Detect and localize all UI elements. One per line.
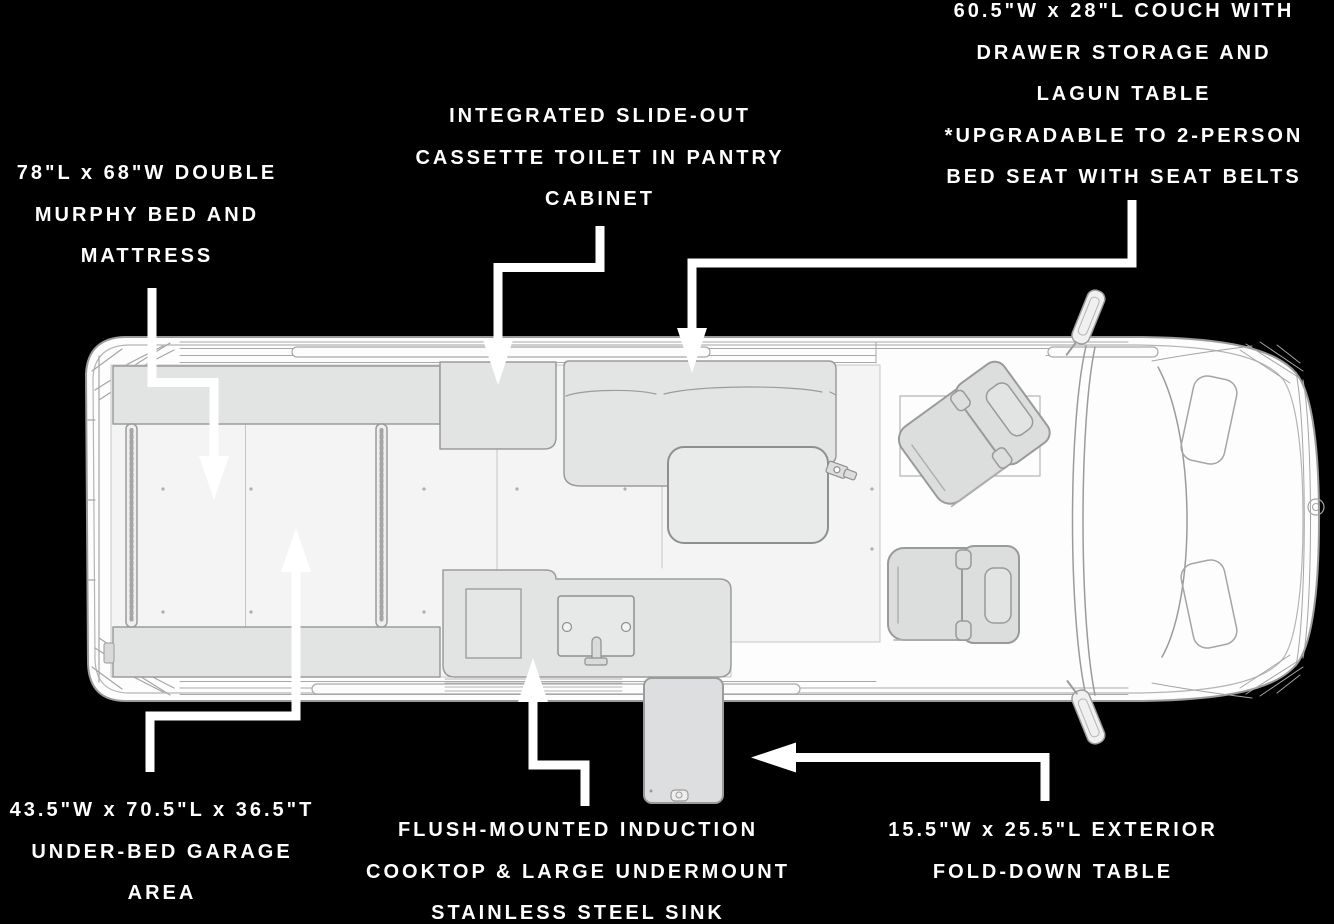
arrow-cassette-toilet bbox=[483, 226, 605, 385]
sink-hole-left bbox=[561, 621, 573, 633]
callout-exterior-table: 15.5"W x 25.5"L EXTERIOR FOLD-DOWN TABLE bbox=[853, 810, 1253, 893]
murphy-bed-rail-left bbox=[125, 423, 138, 628]
hood-vent-top bbox=[1180, 375, 1238, 465]
callout-line: 43.5"W x 70.5"L x 36.5"T bbox=[9, 799, 315, 821]
callout-couch: 60.5"W x 28"L COUCH WITH DRAWER STORAGE … bbox=[909, 0, 1334, 199]
table-corner-dot bbox=[649, 789, 653, 793]
callout-line: AREA bbox=[127, 882, 197, 904]
side-mirror-bottom bbox=[1066, 680, 1106, 745]
callout-line: *UPGRADABLE TO 2-PERSON bbox=[944, 124, 1304, 147]
callout-line: LAGUN TABLE bbox=[1036, 83, 1212, 105]
hood-vent-bottom bbox=[1180, 559, 1238, 649]
murphy-bed-cabinet-top bbox=[112, 365, 441, 425]
callout-line: MATTRESS bbox=[80, 245, 214, 267]
callout-line: CABINET bbox=[545, 188, 655, 210]
rear-latch bbox=[103, 642, 115, 664]
induction-cooktop bbox=[465, 588, 522, 659]
side-mirror-top bbox=[1065, 289, 1106, 356]
hood-crease-lines bbox=[1151, 345, 1253, 699]
callout-line: MURPHY BED AND bbox=[34, 203, 260, 226]
callout-line: 15.5"W x 25.5"L EXTERIOR bbox=[888, 819, 1218, 841]
arrow-couch bbox=[677, 200, 1137, 373]
arrow-murphy-bed bbox=[147, 288, 229, 500]
arrow-garage bbox=[145, 528, 311, 772]
murphy-bed-cabinet-bottom bbox=[112, 626, 441, 678]
arrow-exterior-table bbox=[751, 742, 1050, 801]
callout-line: FLUSH-MOUNTED INDUCTION bbox=[397, 819, 759, 841]
callout-murphy-bed: 78"L x 68"W DOUBLE MURPHY BED AND MATTRE… bbox=[0, 153, 297, 278]
callout-line: DRAWER STORAGE AND bbox=[976, 41, 1272, 64]
faucet-base bbox=[584, 657, 608, 666]
floor-tie-down-dots bbox=[161, 487, 874, 614]
front-bumper-lines bbox=[1239, 341, 1311, 697]
passenger-seat bbox=[887, 545, 1020, 644]
callout-cassette-toilet: INTEGRATED SLIDE-OUT CASSETTE TOILET IN … bbox=[380, 96, 820, 221]
callout-line: INTEGRATED SLIDE-OUT bbox=[449, 105, 751, 127]
awning-rail-bottom bbox=[311, 683, 801, 695]
callout-line: FOLD-DOWN TABLE bbox=[932, 860, 1174, 883]
murphy-bed-rail-right bbox=[375, 423, 388, 628]
lagun-table-mount bbox=[825, 460, 858, 481]
callout-line: STAINLESS STEEL SINK bbox=[431, 902, 725, 924]
callout-line: 78"L x 68"W DOUBLE bbox=[16, 162, 278, 184]
lagun-table bbox=[667, 446, 829, 544]
windshield bbox=[1071, 345, 1188, 697]
couch-cushion-seams bbox=[565, 386, 837, 397]
van-body-inner-outline bbox=[92, 344, 1304, 694]
callout-line: UNDER-BED GARAGE bbox=[31, 840, 293, 863]
arrow-cooktop-sink bbox=[518, 658, 590, 806]
callout-cooktop-sink: FLUSH-MOUNTED INDUCTION COOKTOP & LARGE … bbox=[328, 810, 828, 924]
roof-rail-cab-top bbox=[1047, 346, 1159, 358]
callout-line: COOKTOP & LARGE UNDERMOUNT bbox=[366, 860, 790, 883]
callout-line: 60.5"W x 28"L COUCH WITH bbox=[953, 0, 1295, 22]
callout-line: CASSETTE TOILET IN PANTRY bbox=[415, 146, 785, 169]
sink-hole-right bbox=[620, 621, 632, 633]
exterior-fold-down-table bbox=[643, 677, 724, 804]
pantry-cabinet bbox=[439, 361, 557, 450]
front-emblem bbox=[1307, 498, 1325, 516]
callout-arrows bbox=[145, 200, 1137, 806]
callout-line: BED SEAT WITH SEAT BELTS bbox=[946, 166, 1302, 188]
table-latch bbox=[670, 789, 689, 802]
front-emblem-center bbox=[1312, 503, 1320, 511]
table-latch-knob bbox=[675, 791, 683, 799]
callout-garage: 43.5"W x 70.5"L x 36.5"T UNDER-BED GARAG… bbox=[0, 790, 332, 915]
